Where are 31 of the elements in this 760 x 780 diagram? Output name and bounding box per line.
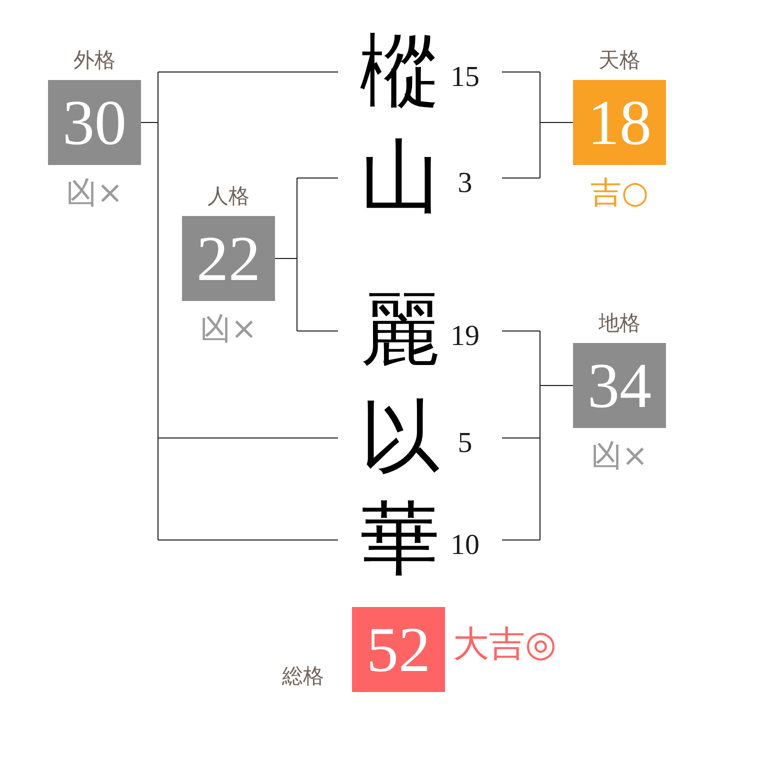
- category-label: 外格: [74, 47, 116, 74]
- score-box: 18: [573, 80, 666, 165]
- score-box: 22: [182, 216, 275, 301]
- score-box: 30: [48, 80, 141, 165]
- fortune-label: 凶×: [66, 175, 123, 211]
- name-character: 山: [360, 133, 440, 224]
- name-character: 以: [360, 393, 440, 484]
- name-character: 麗: [360, 286, 440, 377]
- connector-line: [274, 178, 298, 332]
- fortune-label: 吉○: [590, 175, 649, 211]
- stroke-count: 19: [450, 319, 480, 353]
- category-label: 人格: [208, 183, 250, 210]
- score-box: 34: [573, 343, 666, 428]
- score-box: 52: [352, 607, 445, 692]
- fortune-label: 凶×: [591, 438, 648, 474]
- stroke-count: 3: [458, 166, 472, 200]
- stroke-count: 15: [450, 60, 480, 94]
- stroke-count: 10: [450, 528, 480, 562]
- name-character: 華: [360, 495, 440, 586]
- name-character: 樅: [360, 27, 440, 118]
- connector-line: [502, 330, 540, 332]
- connector-line: [296, 330, 338, 332]
- connector-line: [540, 72, 574, 178]
- connector-line: [540, 330, 574, 540]
- stroke-count: 5: [458, 426, 472, 460]
- category-label: 天格: [598, 47, 640, 74]
- category-label: 地格: [598, 310, 640, 337]
- connector-line: [140, 72, 158, 540]
- fortune-label: 大吉◎: [453, 625, 556, 665]
- fortune-label: 凶×: [200, 311, 257, 347]
- category-label: 総格: [282, 663, 324, 690]
